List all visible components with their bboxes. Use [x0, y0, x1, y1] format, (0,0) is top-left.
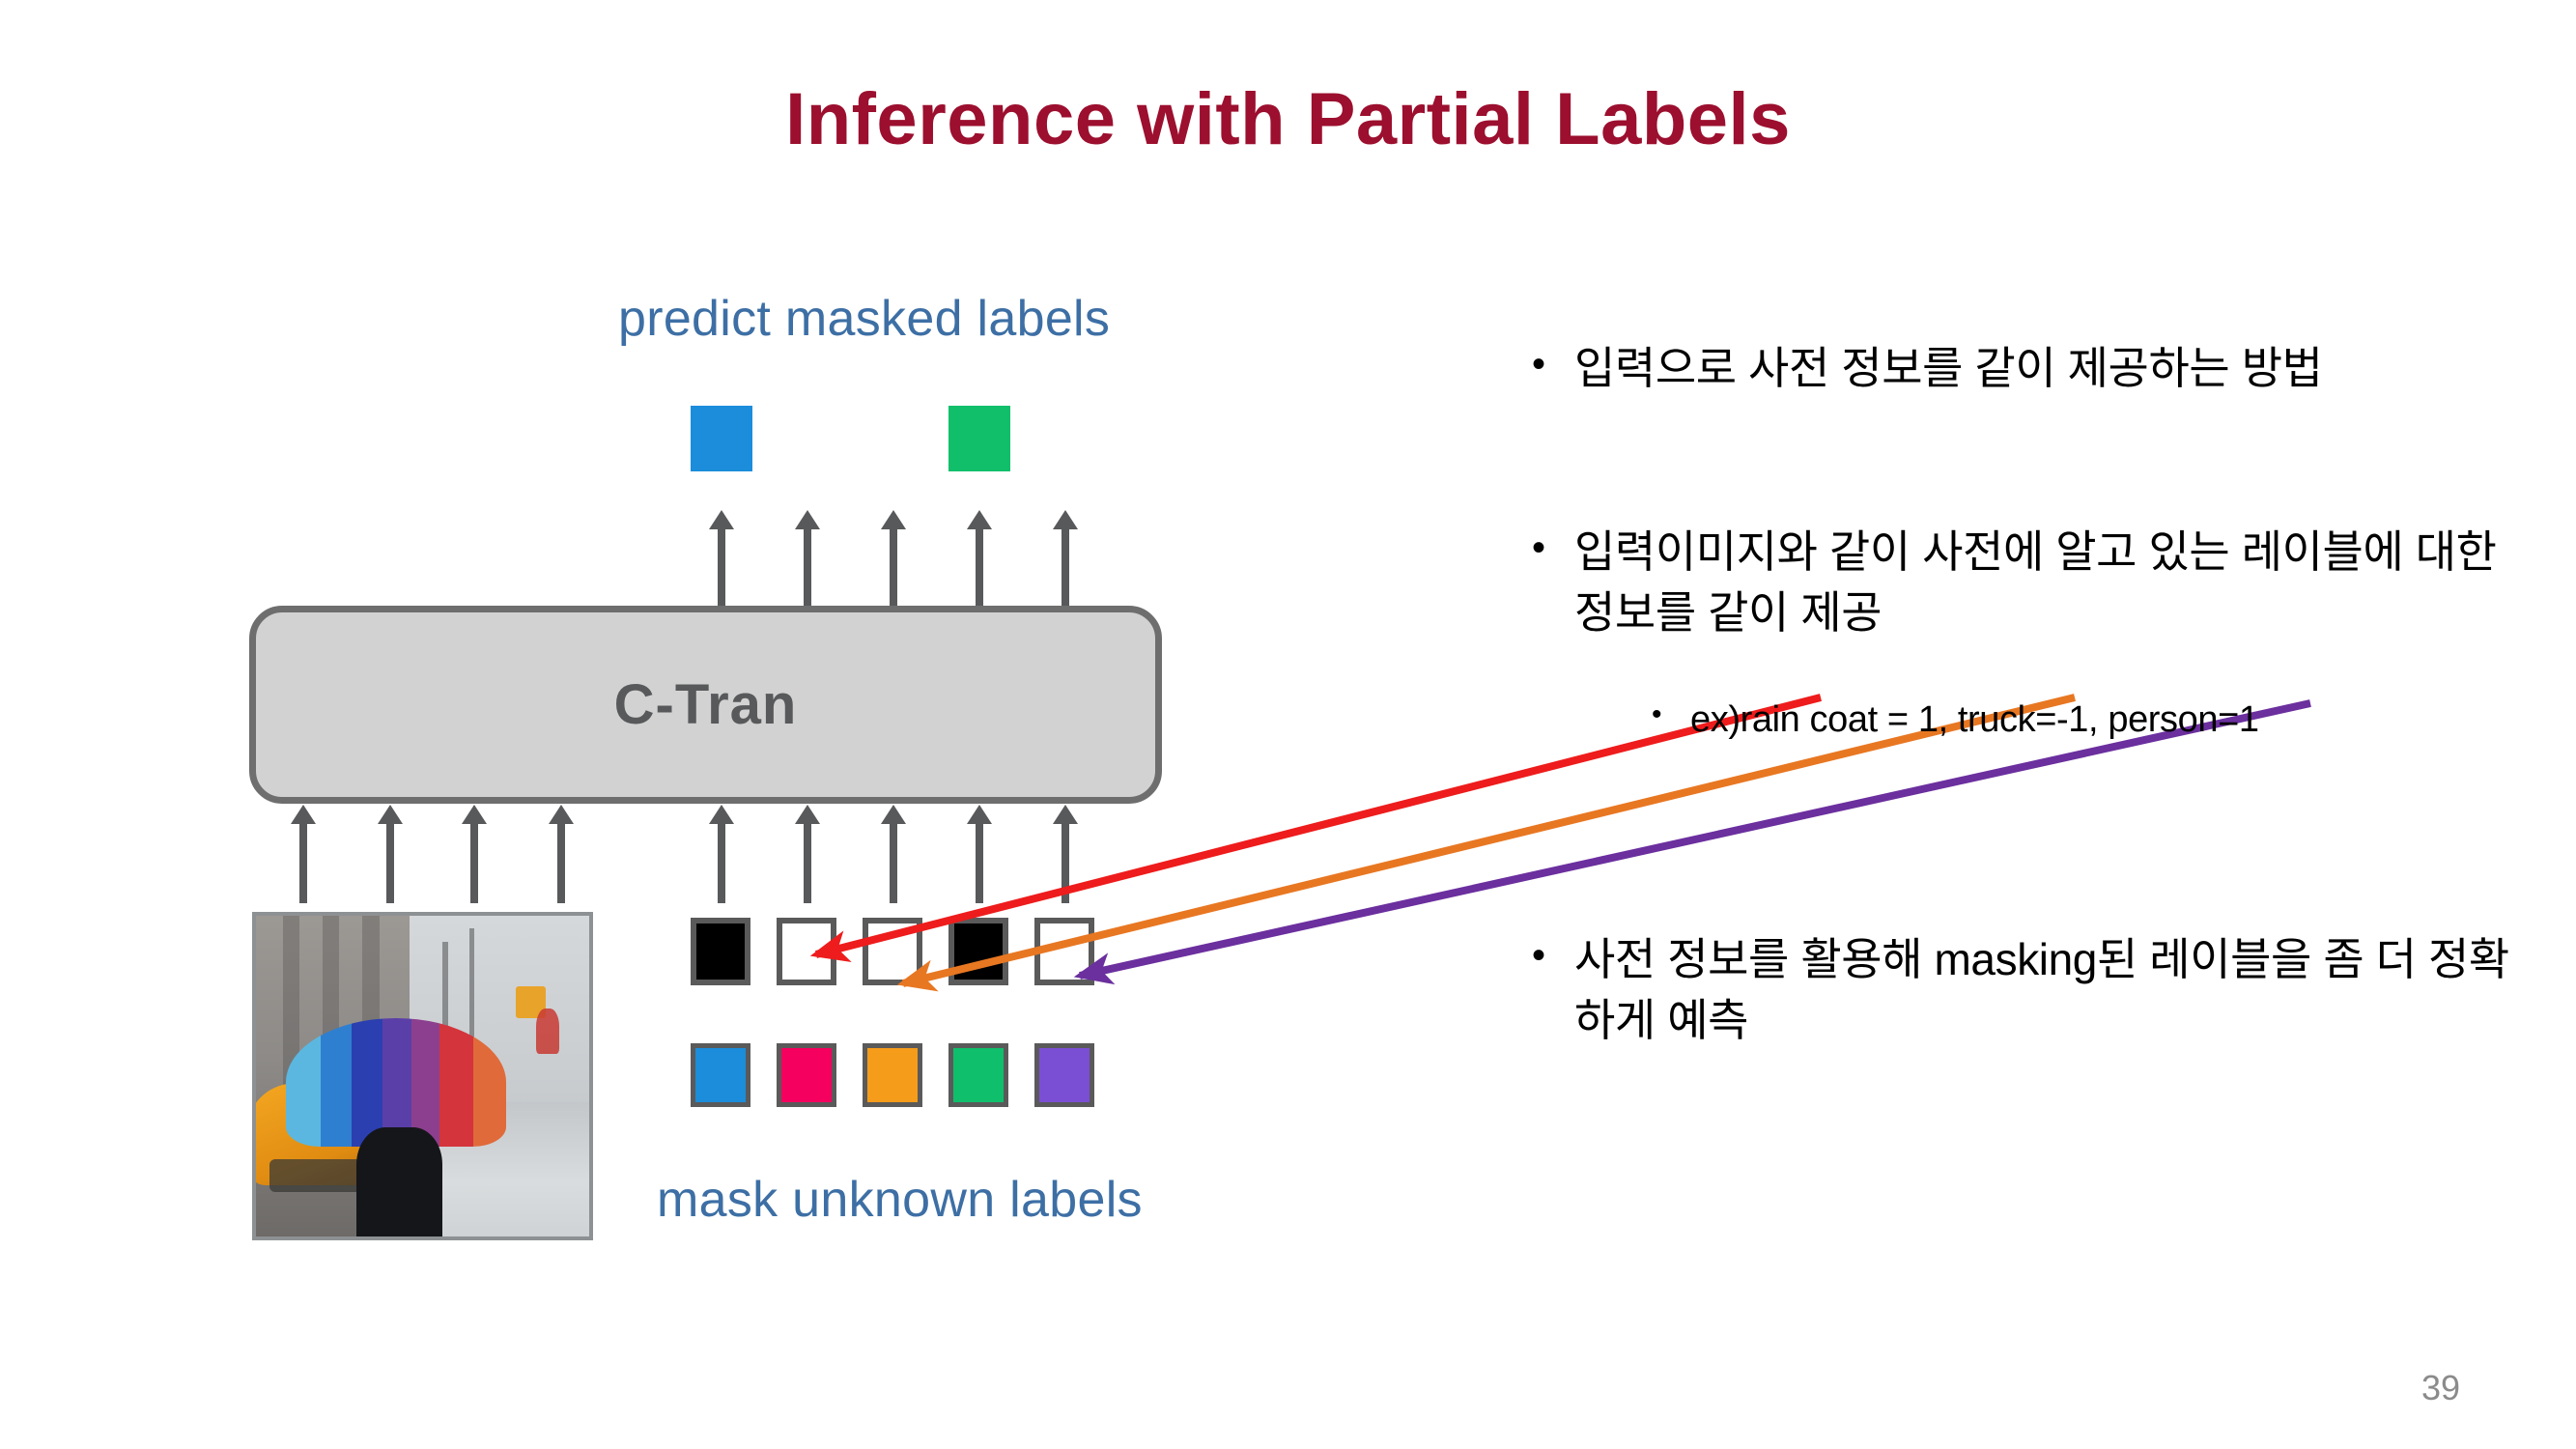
input-arrow-image-3: [470, 821, 478, 903]
bullet-text-2: 입력이미지와 같이 사전에 알고 있는 레이블에 대한 정보를 같이 제공: [1574, 526, 2497, 639]
ctran-model-label: C-Tran: [613, 673, 798, 736]
page-title: Inference with Partial Labels: [785, 78, 1791, 160]
ctran-model-block: C-Tran: [249, 606, 1162, 804]
predicted-label-blue: [691, 406, 752, 471]
input-image-thumbnail: [252, 912, 593, 1240]
architecture-figure: predict masked labels C-Tran: [0, 0, 1352, 1449]
class-embedding-4: [948, 1043, 1008, 1107]
figure-caption-top: predict masked labels: [618, 291, 1111, 347]
class-embedding-1: [691, 1043, 750, 1107]
label-state-1: [691, 918, 750, 985]
label-state-4: [948, 918, 1008, 985]
input-arrow-label-5: [1062, 821, 1069, 903]
bullet-marker: •: [1532, 526, 1546, 569]
bullet-item-3: • 사전 정보를 활용해 masking된 레이블을 좀 더 정확하게 예측: [1532, 929, 2517, 1052]
bullet-text-3: 사전 정보를 활용해 masking된 레이블을 좀 더 정확하게 예측: [1574, 934, 2509, 1046]
output-arrow-1: [718, 526, 725, 606]
input-arrow-label-3: [890, 821, 897, 903]
bullet-text-1: 입력으로 사전 정보를 같이 제공하는 방법: [1574, 343, 2323, 393]
input-arrow-image-2: [386, 821, 394, 903]
bullet-item-2-sub: • ex)rain coat = 1, truck=-1, person=1: [1652, 694, 2576, 747]
input-arrow-label-2: [804, 821, 811, 903]
bullet-item-1: • 입력으로 사전 정보를 같이 제공하는 방법: [1532, 338, 2498, 399]
class-embedding-3: [863, 1043, 922, 1107]
input-arrow-label-4: [976, 821, 983, 903]
class-embedding-2: [777, 1043, 836, 1107]
output-arrow-4: [976, 526, 983, 606]
bullet-marker: •: [1652, 698, 1662, 730]
output-arrow-2: [804, 526, 811, 606]
label-state-2: [777, 918, 836, 985]
figure-caption-bottom: mask unknown labels: [657, 1172, 1143, 1228]
page-number: 39: [2420, 1368, 2460, 1407]
output-arrow-5: [1062, 526, 1069, 606]
output-arrow-3: [890, 526, 897, 606]
bullet-marker: •: [1532, 343, 1546, 385]
bullet-marker: •: [1532, 934, 1546, 977]
predicted-label-green: [948, 406, 1010, 471]
label-state-5: [1034, 918, 1094, 985]
bullet-item-2: • 입력이미지와 같이 사전에 알고 있는 레이블에 대한 정보를 같이 제공: [1532, 522, 2498, 644]
input-arrow-image-1: [299, 821, 307, 903]
class-embedding-5: [1034, 1043, 1094, 1107]
bullet-text-2-sub: ex)rain coat = 1, truck=-1, person=1: [1690, 699, 2259, 740]
input-arrow-image-4: [557, 821, 565, 903]
label-state-3: [863, 918, 922, 985]
input-arrow-label-1: [718, 821, 725, 903]
